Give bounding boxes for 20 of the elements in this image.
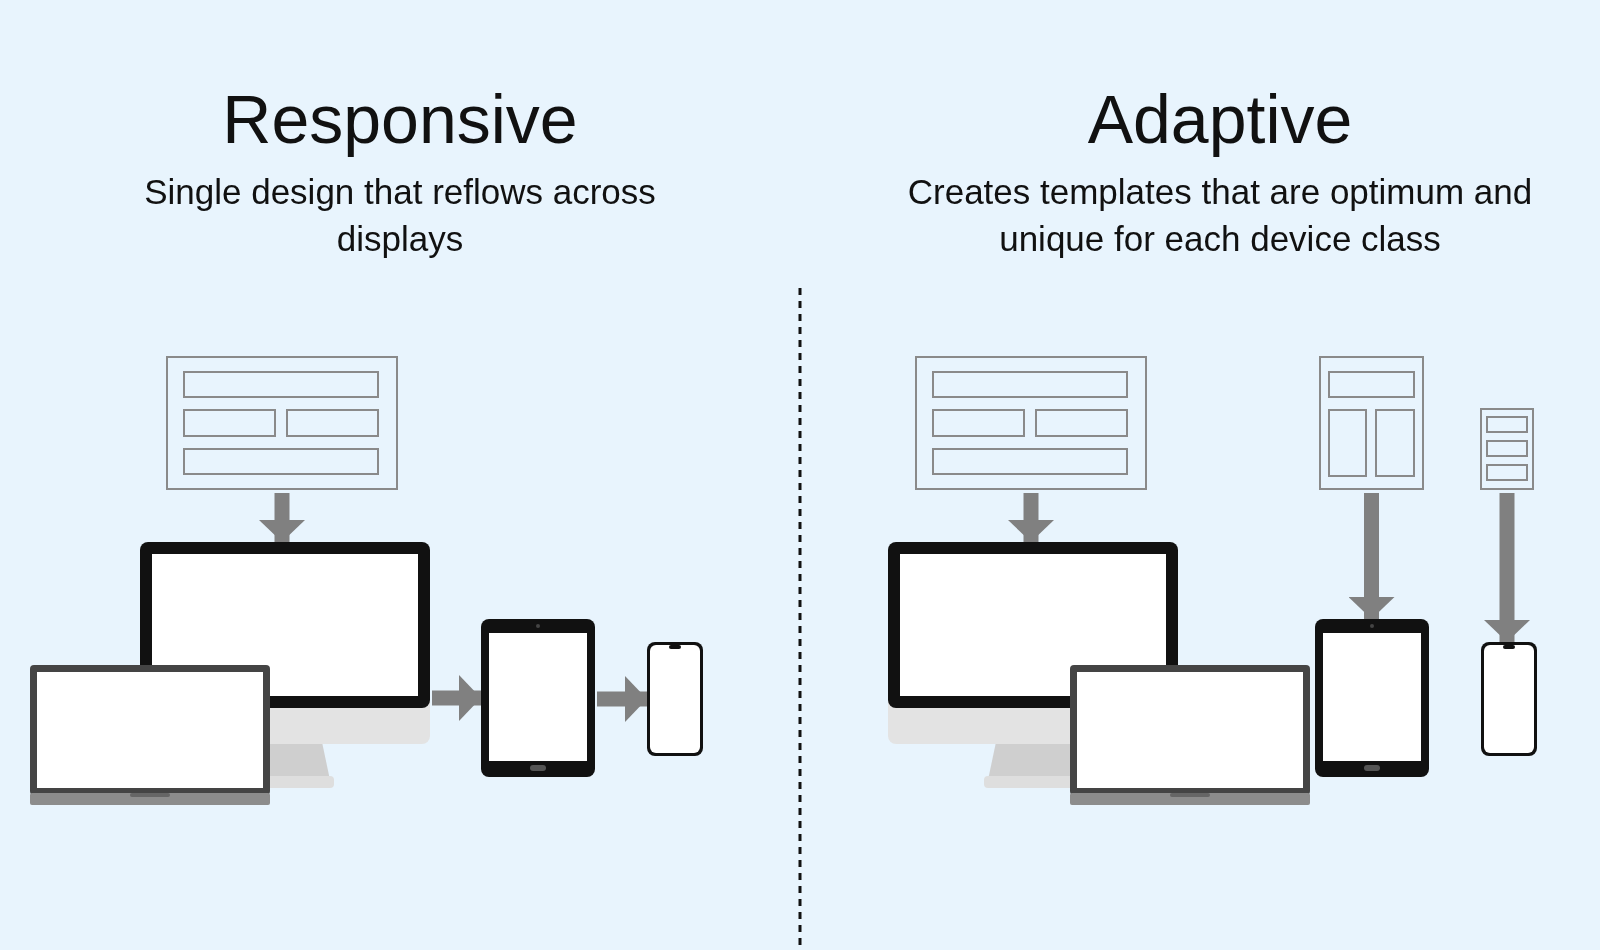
subtitle: Creates templates that are optimum and unique for each device class — [906, 171, 1534, 260]
heading: Responsive — [221, 80, 579, 158]
arrow — [259, 493, 305, 542]
arrow — [1008, 493, 1054, 542]
wireframe-drawing — [166, 356, 398, 490]
subtitle: Single design that reflows across displays — [143, 171, 657, 260]
tablet-drawing — [481, 619, 595, 777]
heading: Adaptive — [1086, 80, 1354, 158]
arrow — [597, 676, 647, 722]
wireframe-drawing — [1319, 356, 1424, 490]
tablet-drawing — [1315, 619, 1429, 777]
arrow — [432, 675, 481, 721]
laptop-drawing — [30, 665, 270, 805]
phone-drawing — [647, 642, 703, 756]
wireframe-drawing — [1480, 408, 1534, 490]
arrow — [1348, 493, 1395, 619]
arrow — [1484, 493, 1530, 642]
wireframe-drawing — [915, 356, 1147, 490]
laptop-drawing — [1070, 665, 1310, 805]
phone-drawing — [1481, 642, 1537, 756]
